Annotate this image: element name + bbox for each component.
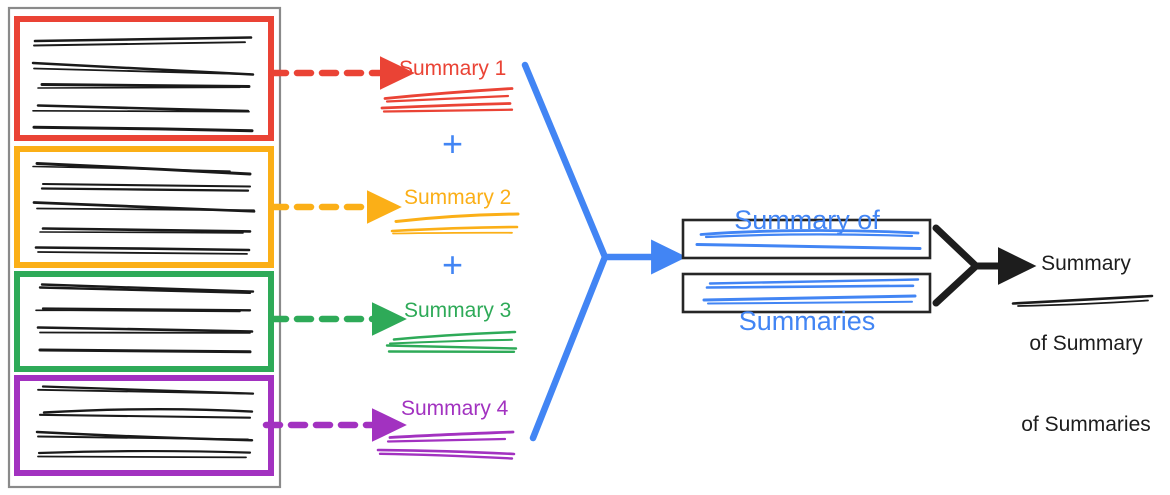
sos-box-2[interactable] bbox=[681, 272, 932, 314]
plus-icon-1: + bbox=[442, 123, 464, 164]
final-output-label: Summary of Summary of Summaries bbox=[1006, 197, 1166, 493]
chunk-3-text-lines bbox=[35, 283, 255, 354]
summary-4-label: Summary 4 bbox=[401, 397, 509, 420]
sos-box-1[interactable] bbox=[681, 218, 932, 260]
final-output-line-3: of Summaries bbox=[1021, 413, 1151, 436]
merge-funnel-black bbox=[932, 224, 1037, 307]
chunk-box-2[interactable] bbox=[14, 146, 274, 268]
summary-1-lines bbox=[380, 87, 514, 113]
sos-box-1-lines bbox=[695, 229, 922, 250]
chunk-4-text-lines bbox=[35, 385, 255, 459]
final-output-line-2: of Summary bbox=[1029, 332, 1143, 356]
chunk-box-1[interactable] bbox=[14, 16, 274, 141]
merge-funnel-blue bbox=[521, 61, 687, 442]
summary-3-label: Summary 3 bbox=[404, 299, 512, 322]
sos-box-2-lines bbox=[702, 278, 920, 305]
summary-2-label: Summary 2 bbox=[404, 186, 512, 209]
final-output-lines bbox=[1011, 294, 1154, 307]
chunk-1-text-lines bbox=[31, 36, 255, 133]
summary-2-lines bbox=[390, 212, 520, 235]
sos-title-line-2: Summaries bbox=[738, 305, 876, 336]
plus-icon-2: + bbox=[442, 244, 464, 285]
sos-title-line-1: Summary of bbox=[734, 204, 880, 235]
summary-of-summaries-title: Summary of Summaries bbox=[688, 136, 926, 406]
final-output-line-1: Summary bbox=[1041, 251, 1131, 275]
summary-3-lines bbox=[385, 330, 518, 353]
chunk-2-text-lines bbox=[32, 162, 256, 255]
summary-1-label: Summary 1 bbox=[399, 57, 507, 80]
summary-4-lines bbox=[376, 430, 516, 460]
